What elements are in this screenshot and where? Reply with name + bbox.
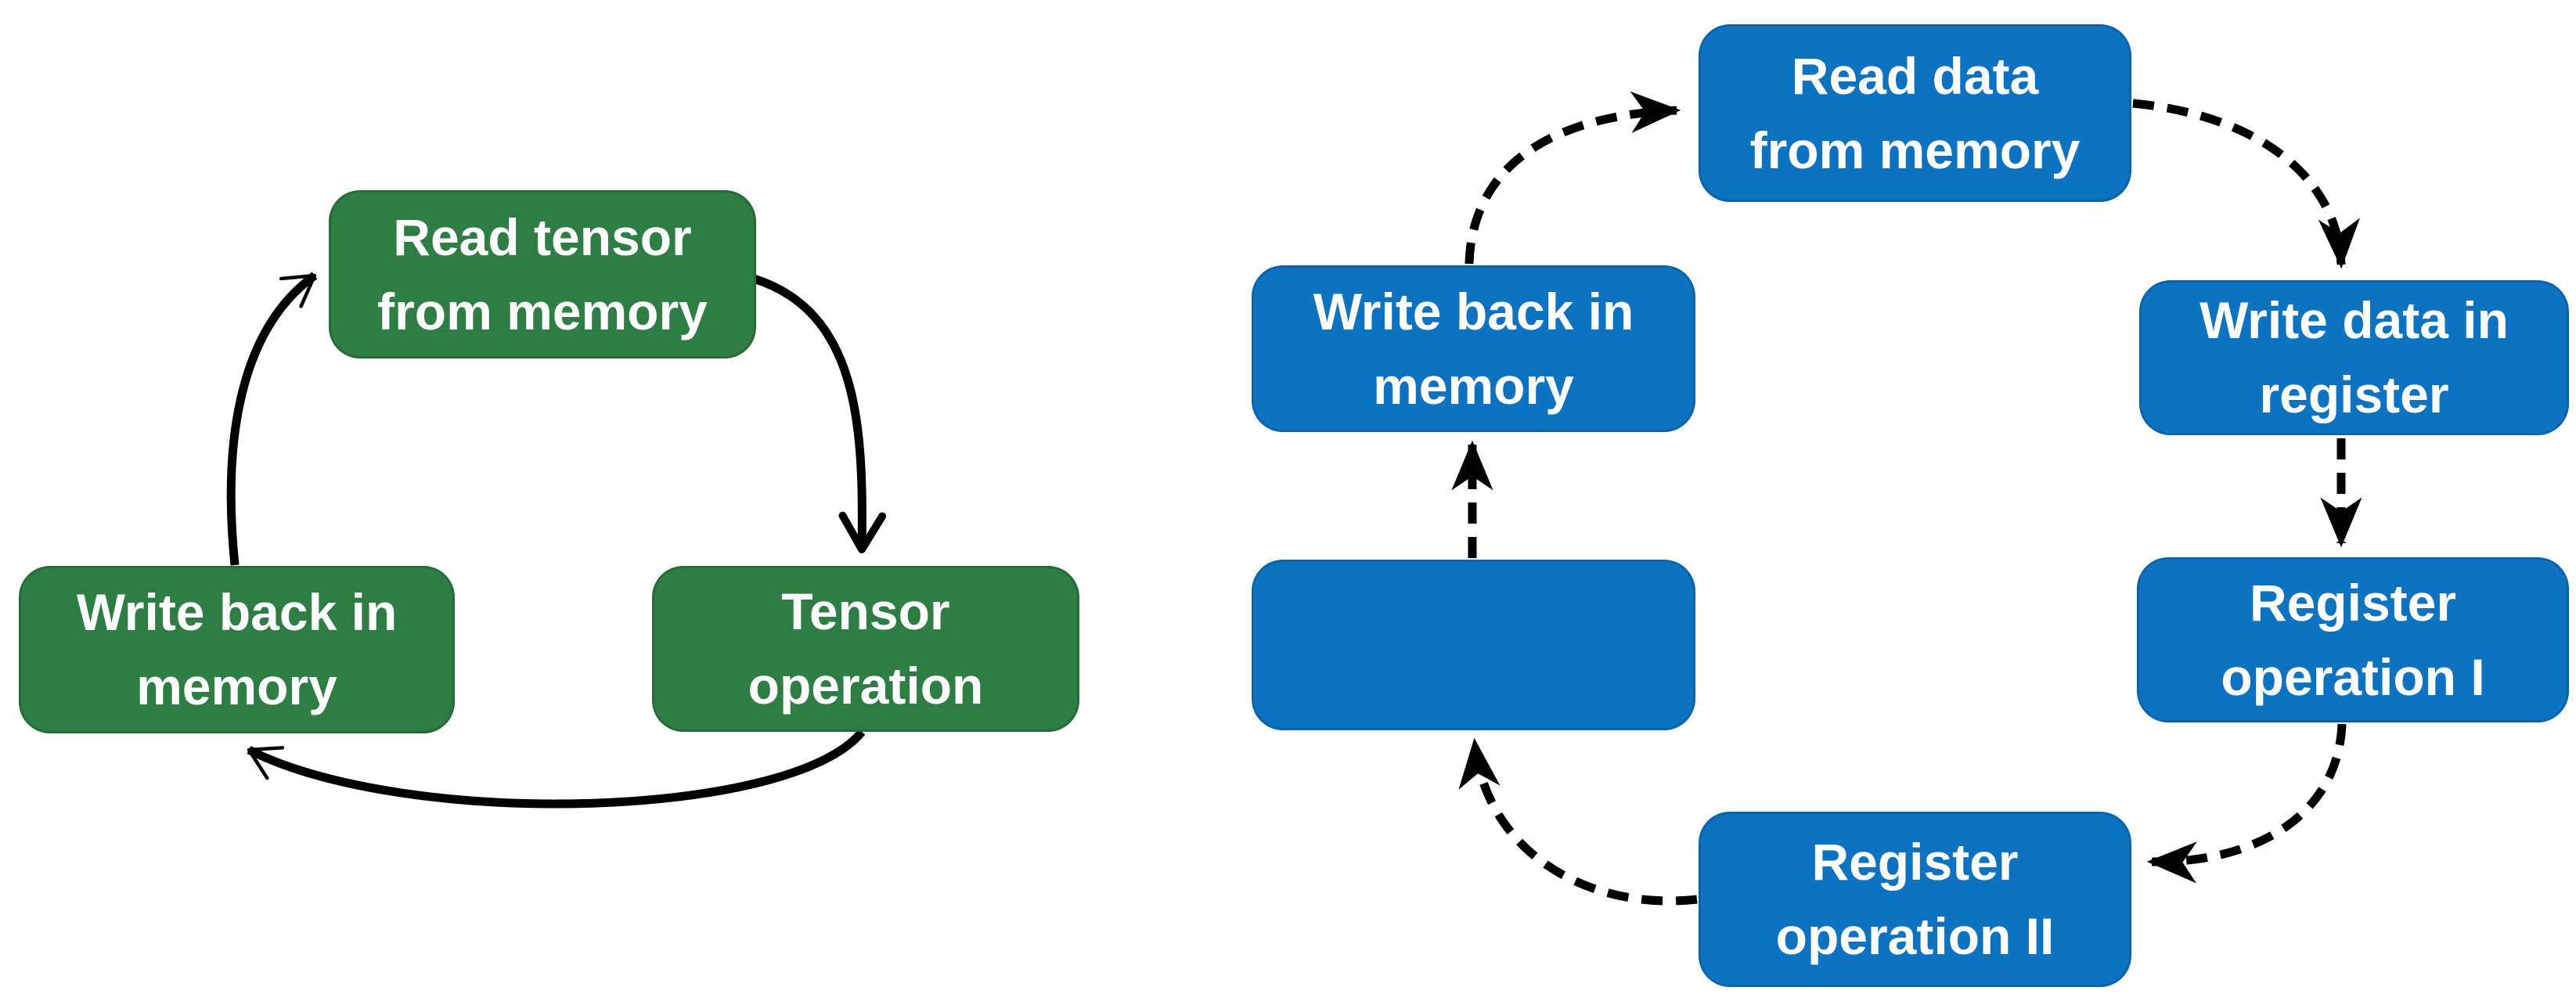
arrow-read-tensor-to-tensor-operation — [752, 274, 887, 553]
node-label-line: memory — [1373, 356, 1574, 415]
node-register-operation-2: Register operation II — [1699, 812, 2131, 987]
arrow-write-back-to-read-data — [1465, 91, 1681, 265]
node-label-line: Tensor — [781, 582, 950, 640]
node-label-line: Read data — [1791, 46, 2039, 105]
node-label-line: from memory — [377, 282, 708, 340]
node-label-line: Write back in — [76, 583, 398, 641]
node-tensor-operation: Tensor operation — [652, 566, 1079, 732]
node-register-operation-1: Register operation I — [2137, 557, 2569, 722]
node-write-data-in-register: Write data in register — [2139, 280, 2569, 435]
node-label-line: memory — [136, 657, 337, 715]
node-read-data-from-memory: Read data from memory — [1699, 24, 2131, 202]
node-label-line: Read tensor — [393, 207, 692, 266]
node-label-line: Write back in — [1313, 282, 1634, 340]
node-empty-step — [1252, 560, 1695, 730]
node-label-line: operation I — [2221, 647, 2485, 706]
node-label-line: Write data in — [2200, 291, 2509, 349]
node-label-line: Register — [1811, 833, 2019, 891]
node-read-tensor-from-memory: Read tensor from memory — [329, 190, 756, 358]
node-write-back-in-memory-left: Write back in memory — [19, 566, 455, 733]
arrow-read-data-to-write-register — [2132, 99, 2360, 269]
node-label-line: register — [2259, 366, 2449, 423]
arrow-register-op-2-to-empty-step — [1458, 737, 1698, 906]
node-label-line: from memory — [1749, 121, 2081, 179]
node-label-line: operation II — [1775, 907, 2055, 965]
arrow-write-back-to-read-tensor — [226, 272, 318, 566]
node-label-line: Register — [2249, 573, 2457, 632]
node-label-line: operation — [748, 657, 984, 715]
arrow-register-op-1-to-register-op-2 — [2146, 723, 2347, 884]
arrow-tensor-operation-to-write-back — [247, 729, 866, 809]
node-write-back-in-memory-right: Write back in memory — [1252, 265, 1695, 432]
